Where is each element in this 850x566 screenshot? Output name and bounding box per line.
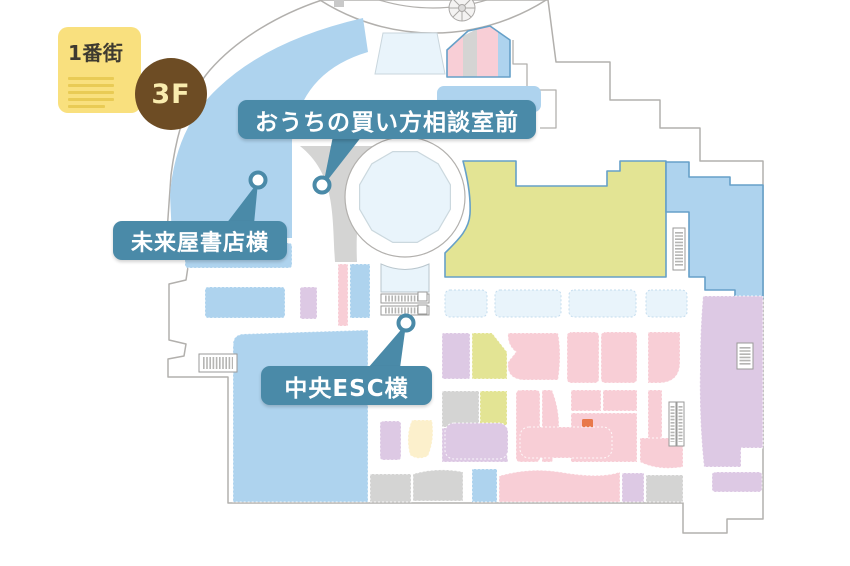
shop-block xyxy=(441,332,471,380)
spiral-stair-icon xyxy=(448,0,476,22)
shop-block xyxy=(566,331,600,384)
location-marker-ouchi-soudan[interactable] xyxy=(312,175,332,195)
area-badge-title: 1番街 xyxy=(68,41,124,65)
shop-block xyxy=(299,286,318,320)
shop-block xyxy=(519,426,613,459)
shop-block xyxy=(479,390,508,426)
region-bottom-left-blue xyxy=(232,329,369,503)
callout-tail xyxy=(226,182,258,224)
callout-label-ouchi-soudan[interactable]: おうちの買い方相談室前 xyxy=(238,100,536,139)
stairs-icon xyxy=(736,342,754,370)
atrium xyxy=(359,151,451,243)
shop-block xyxy=(412,469,464,502)
walkway-under-ring xyxy=(374,32,446,75)
callout-tail xyxy=(368,324,406,368)
floor-badge: 3F xyxy=(135,58,207,130)
area-badge: 1番街 xyxy=(58,27,141,113)
fixture-box xyxy=(417,291,428,302)
callout-text: おうちの買い方相談室前 xyxy=(255,109,519,136)
rotunda-inner-arc xyxy=(377,0,489,9)
escalator-icon xyxy=(668,401,685,447)
region-right-purple xyxy=(699,295,764,468)
callout-text: 中央ESC横 xyxy=(284,375,409,402)
shop-block xyxy=(645,474,684,503)
shop-block xyxy=(349,263,371,319)
callout-label-miraiya[interactable]: 未来屋書店横 xyxy=(113,221,287,260)
callout-label-chuo-esc[interactable]: 中央ESC横 xyxy=(261,366,432,405)
escalator-icon xyxy=(198,353,238,373)
location-marker-miraiya[interactable] xyxy=(248,170,268,190)
shop-block xyxy=(471,332,508,380)
fixture-box xyxy=(417,304,428,315)
shop-block xyxy=(570,389,602,412)
shop-block xyxy=(507,332,561,381)
shop-block xyxy=(647,331,681,384)
callout-text: 未来屋書店横 xyxy=(130,230,269,256)
pale-room-row xyxy=(444,289,688,318)
shop-block xyxy=(441,390,480,428)
shop-block xyxy=(337,263,349,327)
callout-tail xyxy=(323,136,362,186)
shop-block xyxy=(369,473,412,503)
location-marker-chuo-esc[interactable] xyxy=(396,313,416,333)
floor-badge-text: 3F xyxy=(151,78,191,110)
shop-block xyxy=(379,420,402,461)
rotunda-block xyxy=(334,0,344,7)
striped-units xyxy=(446,25,511,78)
shop-block xyxy=(621,472,645,503)
shop-block xyxy=(498,469,621,503)
shop-block xyxy=(444,422,509,460)
text-lines-icon xyxy=(68,77,114,112)
shop-block xyxy=(407,419,434,459)
shop-block xyxy=(602,389,638,412)
shop-block xyxy=(711,471,763,493)
escalator-icon xyxy=(672,227,686,271)
region-yellow-green xyxy=(444,160,667,278)
shop-block xyxy=(204,286,286,319)
shop-block xyxy=(471,468,498,503)
shop-block xyxy=(600,331,638,384)
